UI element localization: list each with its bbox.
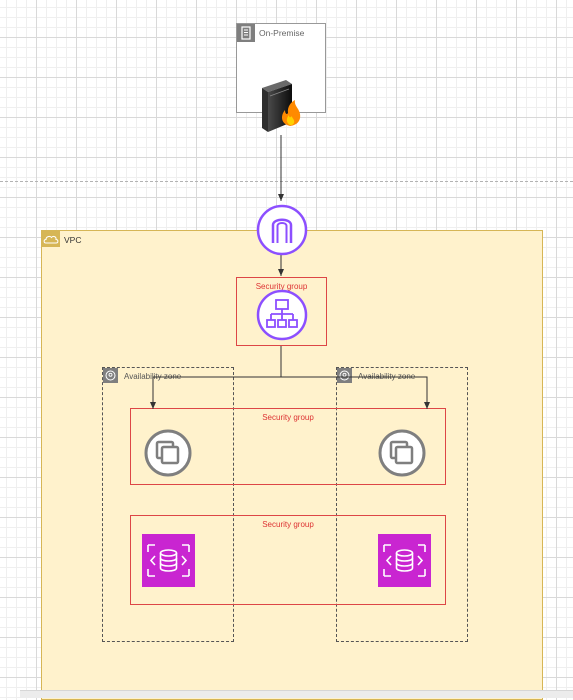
network-boundary-divider (0, 181, 573, 182)
vpc-label: VPC (64, 235, 82, 245)
server-icon (237, 24, 255, 42)
instances-security-group-label: Security group (262, 413, 314, 422)
databases-security-group-label: Security group (262, 520, 314, 529)
rds-database-icon[interactable] (142, 534, 195, 587)
onprem-label: On-Premise (259, 28, 305, 38)
lb-to-instance-2-connector (281, 376, 430, 409)
availability-zone-2[interactable] (336, 367, 468, 642)
lb-security-group[interactable] (236, 277, 327, 346)
az-pin-icon (337, 368, 352, 383)
lb-security-group-label: Security group (255, 282, 308, 291)
firewall-icon[interactable] (256, 76, 304, 132)
lb-to-instance-1-connector (150, 346, 282, 409)
horizontal-scrollbar[interactable] (20, 690, 573, 698)
instances-security-group[interactable] (130, 408, 446, 485)
internet-gateway-icon[interactable] (256, 204, 308, 256)
az-pin-icon (103, 368, 118, 383)
load-balancer-icon[interactable] (256, 289, 308, 341)
availability-zone-1[interactable] (102, 367, 234, 642)
ec2-instance-icon[interactable] (144, 429, 192, 477)
cloud-lock-icon (42, 231, 60, 247)
ec2-instance-icon[interactable] (378, 429, 426, 477)
databases-security-group[interactable] (130, 515, 446, 605)
rds-database-icon[interactable] (378, 534, 431, 587)
